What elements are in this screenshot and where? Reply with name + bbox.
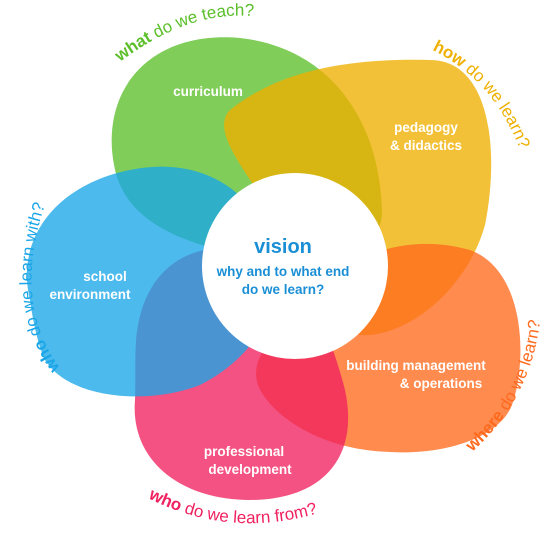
vision-subtitle-line2: do we learn? [242,282,325,297]
label-school-1: school [83,269,127,284]
label-pedagogy-2: & didactics [390,138,462,153]
label-building-2: & operations [400,376,483,391]
vision-title: vision [254,236,312,258]
label-curriculum: curriculum [173,84,243,99]
label-building-1: building management [346,358,486,373]
label-pedagogy-1: pedagogy [394,120,458,135]
label-professional-2: development [208,462,292,477]
vision-subtitle-line1: why and to what end [216,264,350,279]
label-school-2: environment [49,287,131,302]
vision-circle [202,173,388,359]
label-professional-1: professional [204,444,284,459]
